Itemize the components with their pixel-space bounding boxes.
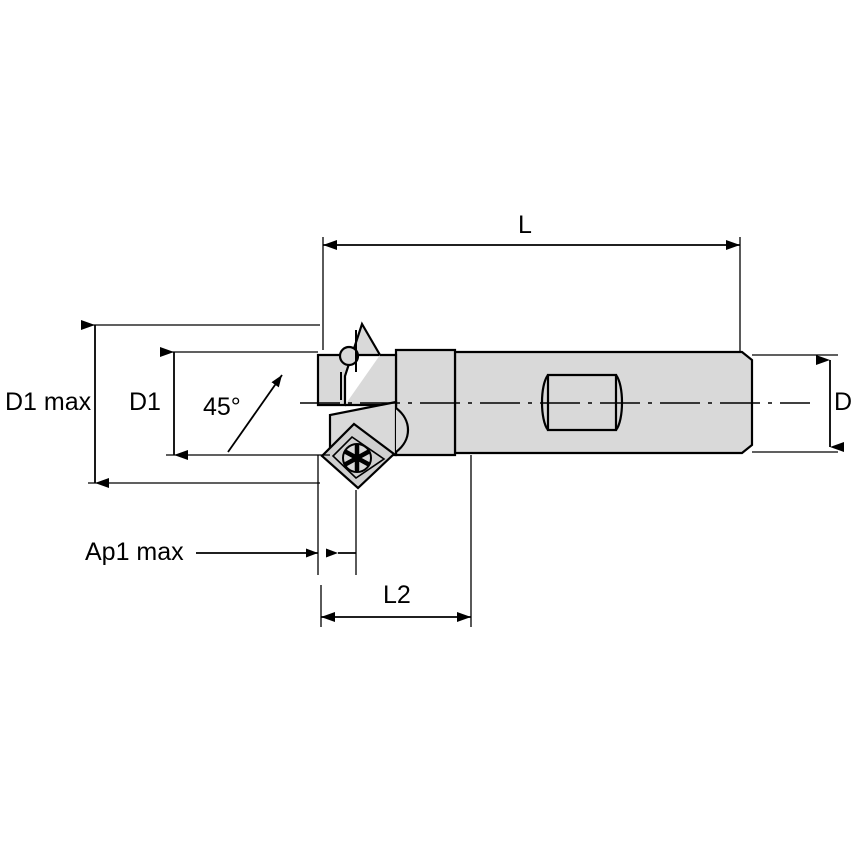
- dimension-lines-group: [81, 237, 844, 627]
- label-angle: 45°: [203, 393, 241, 421]
- torx-screw-icon: [343, 443, 371, 473]
- label-shank-diameter: D: [834, 388, 853, 416]
- label-length-two: L2: [383, 581, 411, 609]
- label-cutting-diameter: D1: [129, 388, 161, 416]
- label-max-depth-of-cut: Ap1 max: [85, 538, 184, 566]
- leader-line-angle: [227, 374, 283, 453]
- upper-insert-screw: [338, 345, 360, 367]
- label-overall-length: L: [518, 211, 532, 239]
- label-max-diameter: D1 max: [5, 388, 92, 416]
- upper-head-shoulder: [345, 353, 398, 407]
- lower-head-radius: [395, 407, 410, 453]
- tool-body-group: [300, 321, 810, 490]
